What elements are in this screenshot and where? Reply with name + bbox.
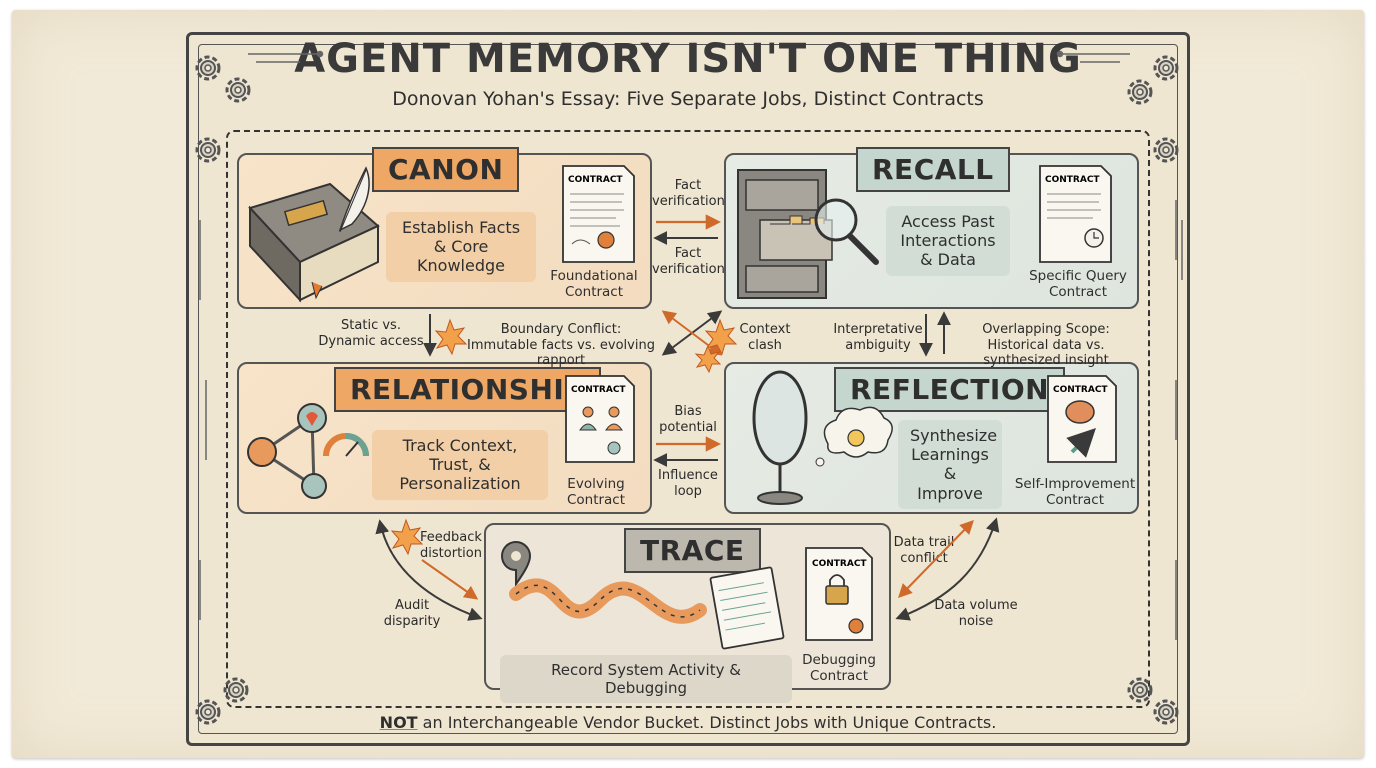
- circuit-lines: [199, 50, 1183, 640]
- contract-doc-label: CONTRACT: [812, 559, 867, 569]
- reflection-contract-label: Self-Improvement Contract: [1014, 476, 1136, 509]
- dashed-border: [226, 130, 1150, 708]
- book-icon: [248, 182, 380, 303]
- page-title: AGENT MEMORY ISN'T ONE THING: [294, 36, 1082, 82]
- annotation-influence-loop: Influence loop: [658, 468, 718, 499]
- canon-header: CANON: [372, 147, 520, 192]
- annotation-context-clash: Context clash: [739, 322, 791, 353]
- trace-description: Record System Activity & Debugging: [500, 655, 792, 703]
- notebook-icon: [709, 566, 785, 650]
- contract-document-icon: CONTRACT: [1039, 165, 1112, 263]
- footer-not: NOT: [379, 713, 418, 732]
- contract-document-icon: CONTRACT: [805, 547, 873, 641]
- magnifying-glass-icon: [814, 198, 879, 265]
- quill-icon: [338, 166, 370, 233]
- recall-description: Access Past Interactions & Data: [886, 206, 1010, 276]
- contract-doc-label: CONTRACT: [568, 175, 623, 185]
- recall-header: RECALL: [856, 147, 1010, 192]
- contract-doc-label: CONTRACT: [571, 385, 626, 395]
- footer-statement: NOT an Interchangeable Vendor Bucket. Di…: [186, 713, 1190, 732]
- relationship-contract-label: Evolving Contract: [566, 476, 626, 509]
- page-subtitle: Donovan Yohan's Essay: Five Separate Job…: [392, 88, 984, 110]
- gauge-icon: [323, 433, 369, 457]
- annotation-bias-potential: Bias potential: [659, 404, 717, 435]
- annotation-overlapping-scope: Overlapping Scope: Historical data vs. s…: [982, 322, 1110, 369]
- reflection-header: REFLECTION: [834, 367, 1066, 412]
- inner-frame: [198, 44, 1178, 734]
- footer-rest: an Interchangeable Vendor Bucket. Distin…: [417, 713, 997, 732]
- annotation-static-dynamic: Static vs. Dynamic access: [318, 318, 424, 349]
- canon-description: Establish Facts & Core Knowledge: [386, 212, 536, 282]
- contract-document-icon: CONTRACT: [1047, 375, 1117, 463]
- map-pin-icon: [500, 541, 532, 588]
- relationship-description: Track Context, Trust, & Personalization: [372, 430, 548, 500]
- annotation-interpretative: Interpretative ambiguity: [833, 322, 923, 353]
- annotation-fact-verification-bottom: Fact verification: [652, 246, 725, 277]
- contract-document-icon: CONTRACT: [565, 375, 635, 463]
- contract-doc-label: CONTRACT: [1053, 385, 1108, 395]
- mirror-icon: [752, 370, 808, 505]
- relationship-network-icon: [247, 403, 327, 499]
- annotation-boundary-conflict: Boundary Conflict: Immutable facts vs. e…: [467, 322, 655, 369]
- flow-arrows: [375, 214, 1000, 621]
- recall-contract-label: Specific Query Contract: [1029, 268, 1127, 301]
- trace-contract-label: Debugging Contract: [802, 652, 876, 685]
- canon-contract-label: Foundational Contract: [550, 268, 638, 301]
- relationship-header: RELATIONSHIP: [334, 367, 602, 412]
- filing-cabinet-icon: [737, 169, 833, 299]
- contract-doc-label: CONTRACT: [1045, 175, 1100, 185]
- contract-document-icon: CONTRACT: [562, 165, 635, 263]
- annotation-fact-verification-top: Fact verification: [652, 178, 725, 209]
- trace-header: TRACE: [624, 528, 761, 573]
- reflection-description: Synthesize Learnings & Improve: [898, 420, 1002, 509]
- winding-path-icon: [509, 578, 707, 624]
- lightbulb-thought-icon: [815, 406, 893, 467]
- conflict-burst-icon: [390, 318, 738, 556]
